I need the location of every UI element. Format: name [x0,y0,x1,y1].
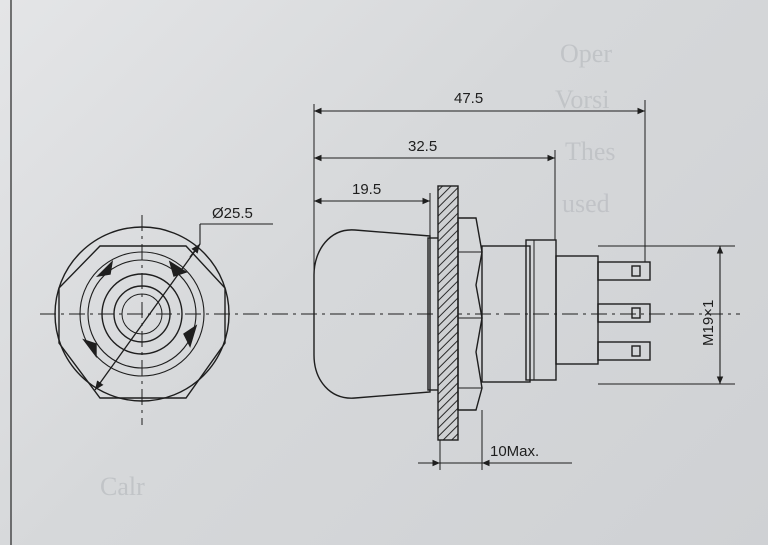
diameter-leader-tip [189,243,201,258]
terminal-middle [597,303,651,323]
terminal-hole [631,345,641,357]
mushroom-cap [313,229,431,399]
ghost-line: Thes [565,137,616,166]
thread-size-label: M19×1 [700,300,717,346]
hex-nut-profile [457,217,483,411]
switch-base [555,255,599,365]
arrow-ring-outer [79,251,205,377]
ghost-line: used [562,189,610,218]
bezel-outer-circle [54,226,230,402]
ghost-line: Vorsi [555,85,609,114]
terminal-top [597,261,651,281]
overall-length-label: 47.5 [454,90,483,107]
terminal-bottom [597,341,651,361]
rotate-arrow-icon [168,260,188,277]
panel-section-hatched [437,185,459,441]
diameter-leader [94,243,201,391]
panel-thickness-label: 10Max. [490,443,539,460]
ghost-line: Calr [100,472,145,501]
button-ring [101,273,183,355]
bleed-through-text: Oper Vorsi Thes used Calr [100,39,616,501]
side-view [313,100,735,470]
rotate-arrow-icon [82,338,97,359]
ghost-line: Oper [560,39,612,68]
rotate-arrow-icon [183,324,198,348]
hex-nut-outline [58,245,226,399]
button-face [113,285,171,343]
body-length-label: 32.5 [408,138,437,155]
diameter-dimension-label: Ø25.5 [212,205,253,222]
front-view [54,215,273,425]
button-center [121,293,163,335]
arrow-ring-inner [87,259,197,369]
terminal-hole [631,265,641,277]
rotate-arrow-icon [95,259,114,278]
terminal-hole [631,307,641,319]
threaded-body [481,245,531,383]
cap-length-label: 19.5 [352,181,381,198]
